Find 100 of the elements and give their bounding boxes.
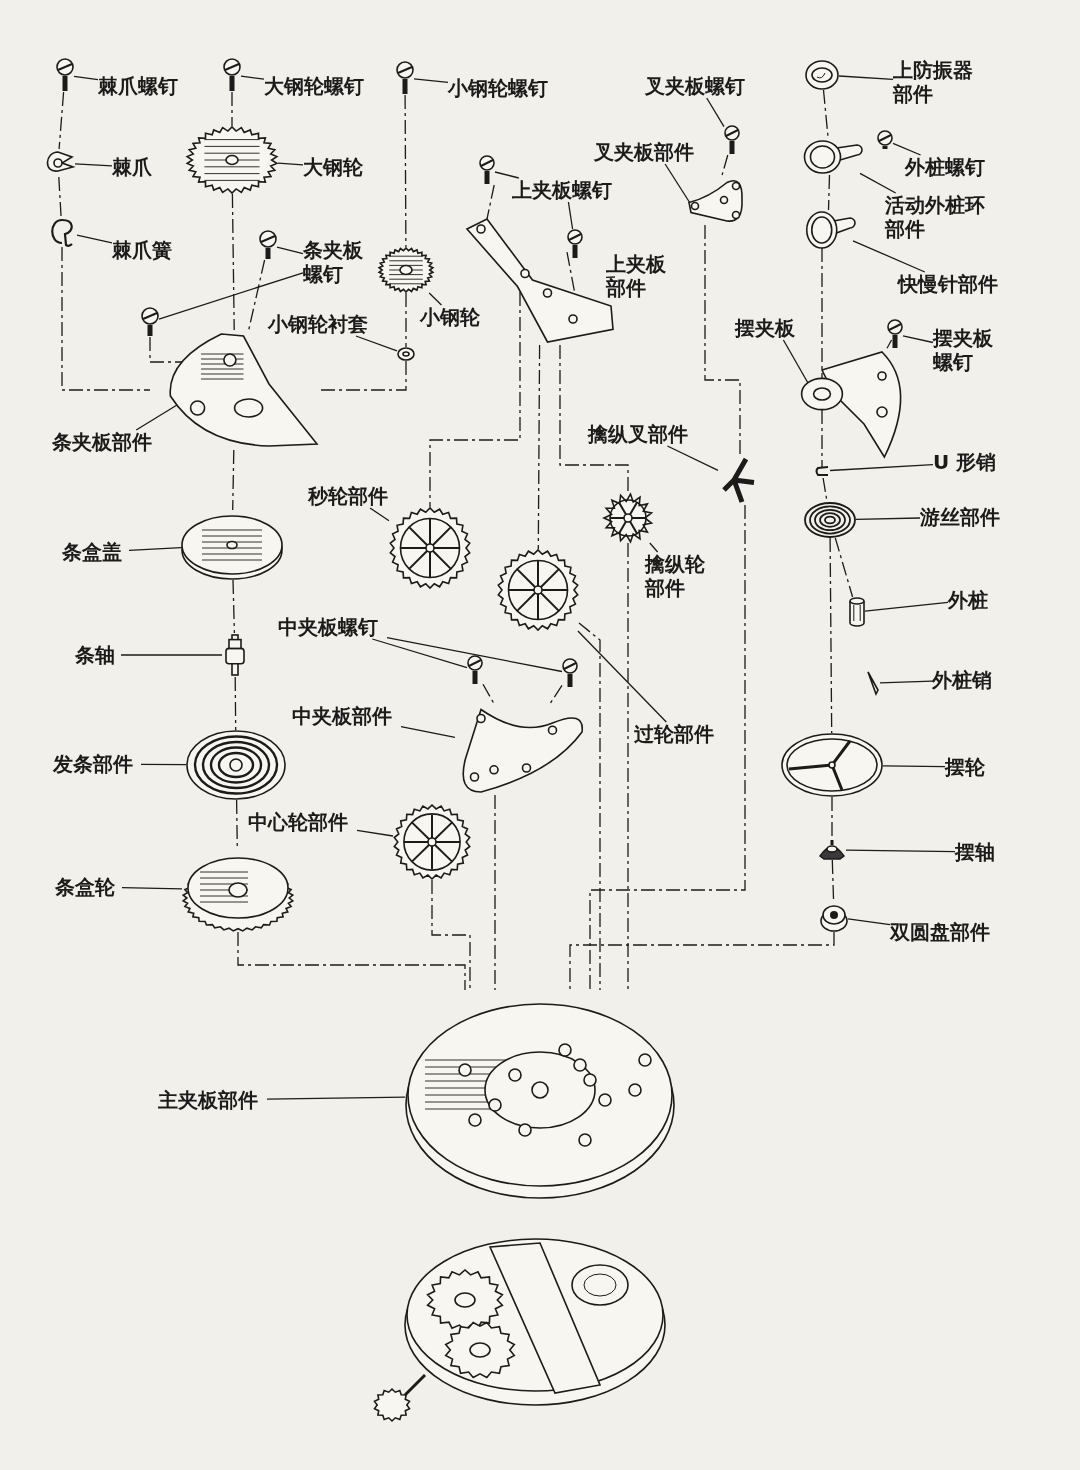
screw-drawing <box>259 230 277 260</box>
leader-line <box>605 276 616 278</box>
leader-line <box>864 601 949 612</box>
assembly-line <box>537 344 541 550</box>
part-label: 秒轮部件 <box>308 484 396 508</box>
part-label: 小钢轮 <box>420 305 487 329</box>
assembly-line <box>235 799 238 849</box>
leader-line <box>140 763 187 766</box>
staff-drawing <box>818 840 846 860</box>
part-label: 中心轮部件 <box>248 810 357 834</box>
screw-drawing <box>479 155 495 185</box>
leader-line <box>845 849 956 853</box>
assembly-line <box>486 184 495 220</box>
leader-line <box>838 75 894 80</box>
part-label: 大钢轮 <box>303 155 370 179</box>
leader-line <box>902 335 934 344</box>
screw-drawing <box>567 229 583 259</box>
gear-drawing <box>378 247 434 293</box>
part-label: 叉夹板螺钉 <box>645 74 754 98</box>
leader-line <box>666 445 719 472</box>
leader-line <box>400 726 456 738</box>
assembly-line <box>429 291 521 508</box>
assembly-line <box>821 247 823 379</box>
assembly-line <box>548 684 563 706</box>
assembly-line <box>431 879 471 991</box>
leader-line <box>428 292 443 306</box>
gear-drawing <box>393 804 471 880</box>
part-label: 小钢轮衬套 <box>268 312 377 336</box>
assembly-line <box>494 794 496 991</box>
assembly-line <box>559 344 629 494</box>
assembly-line <box>829 537 833 734</box>
part-label: 外桩销 <box>932 668 999 692</box>
part-label: 中夹板部件 <box>292 704 401 728</box>
leader-line <box>277 162 304 166</box>
part-label: 主夹板部件 <box>158 1088 267 1112</box>
assembly-line <box>149 336 183 363</box>
pin-drawing <box>866 670 880 696</box>
part-label: 上防振器部件 <box>893 58 981 106</box>
assembly-line <box>569 931 835 991</box>
assembly-line <box>231 91 233 127</box>
part-label: 活动外桩环部件 <box>885 193 994 241</box>
screw-drawing <box>223 58 241 92</box>
part-label: 条夹板部件 <box>52 430 161 454</box>
leader-line <box>855 517 921 521</box>
part-label: 条夹板螺钉 <box>303 238 370 286</box>
part-label: 过轮部件 <box>634 722 722 746</box>
gear-drawing <box>497 549 579 631</box>
leader-line <box>649 542 659 553</box>
leader-line <box>664 163 691 204</box>
leader-line <box>276 246 304 255</box>
part-label: 小钢轮螺钉 <box>448 76 557 100</box>
gear-drawing <box>603 493 653 543</box>
gear-drawing <box>389 507 471 589</box>
part-label: 叉夹板部件 <box>594 140 703 164</box>
ring-drawing <box>803 210 853 250</box>
arbor-drawing <box>222 633 248 677</box>
leader-line <box>266 1096 406 1100</box>
leader-line <box>852 240 926 273</box>
assembly-line <box>58 176 62 218</box>
shock-absorber-drawing <box>805 60 839 90</box>
mainspring-drawing <box>186 730 286 800</box>
assembly-line <box>232 449 235 511</box>
assembly-line <box>704 224 741 456</box>
part-label: 快慢针部件 <box>898 272 1007 296</box>
part-label: 中夹板螺钉 <box>278 615 387 639</box>
bushing-drawing <box>397 347 415 361</box>
part-label: 外桩螺钉 <box>905 155 993 179</box>
screw-drawing <box>562 658 578 688</box>
roller-drawing <box>820 902 848 932</box>
leader-line <box>74 163 113 167</box>
leader-line <box>355 335 398 352</box>
part-label: 擒纵轮部件 <box>645 552 712 600</box>
leader-line <box>706 97 725 128</box>
part-label: 摆轴 <box>955 840 1001 864</box>
part-label: 上夹板部件 <box>606 252 673 300</box>
leader-line <box>567 201 574 230</box>
assembly-line <box>405 292 407 348</box>
leader-line <box>128 546 182 551</box>
balance-wheel-drawing <box>781 733 883 797</box>
hairspring-drawing <box>804 502 856 538</box>
part-label: 条盒轮 <box>55 875 122 899</box>
screw-drawing <box>56 58 74 92</box>
part-label: 发条部件 <box>53 752 141 776</box>
part-label: 双圆盘部件 <box>890 920 999 944</box>
assembly-line <box>834 537 854 598</box>
assembly-line <box>627 542 629 991</box>
part-label: 棘爪簧 <box>112 238 179 262</box>
part-label: 大钢轮螺钉 <box>264 74 373 98</box>
leader-line <box>879 680 933 684</box>
screw-drawing <box>724 125 740 155</box>
leader-line <box>369 507 390 522</box>
assembly-line <box>248 259 266 331</box>
assembly-line <box>237 931 466 991</box>
leader-line <box>413 78 449 84</box>
leader-line <box>892 142 922 156</box>
part-label: 外桩 <box>948 588 994 612</box>
screw-drawing <box>467 655 483 685</box>
leader-line <box>76 234 113 244</box>
leader-line <box>494 171 520 179</box>
part-label: 条轴 <box>75 643 121 667</box>
